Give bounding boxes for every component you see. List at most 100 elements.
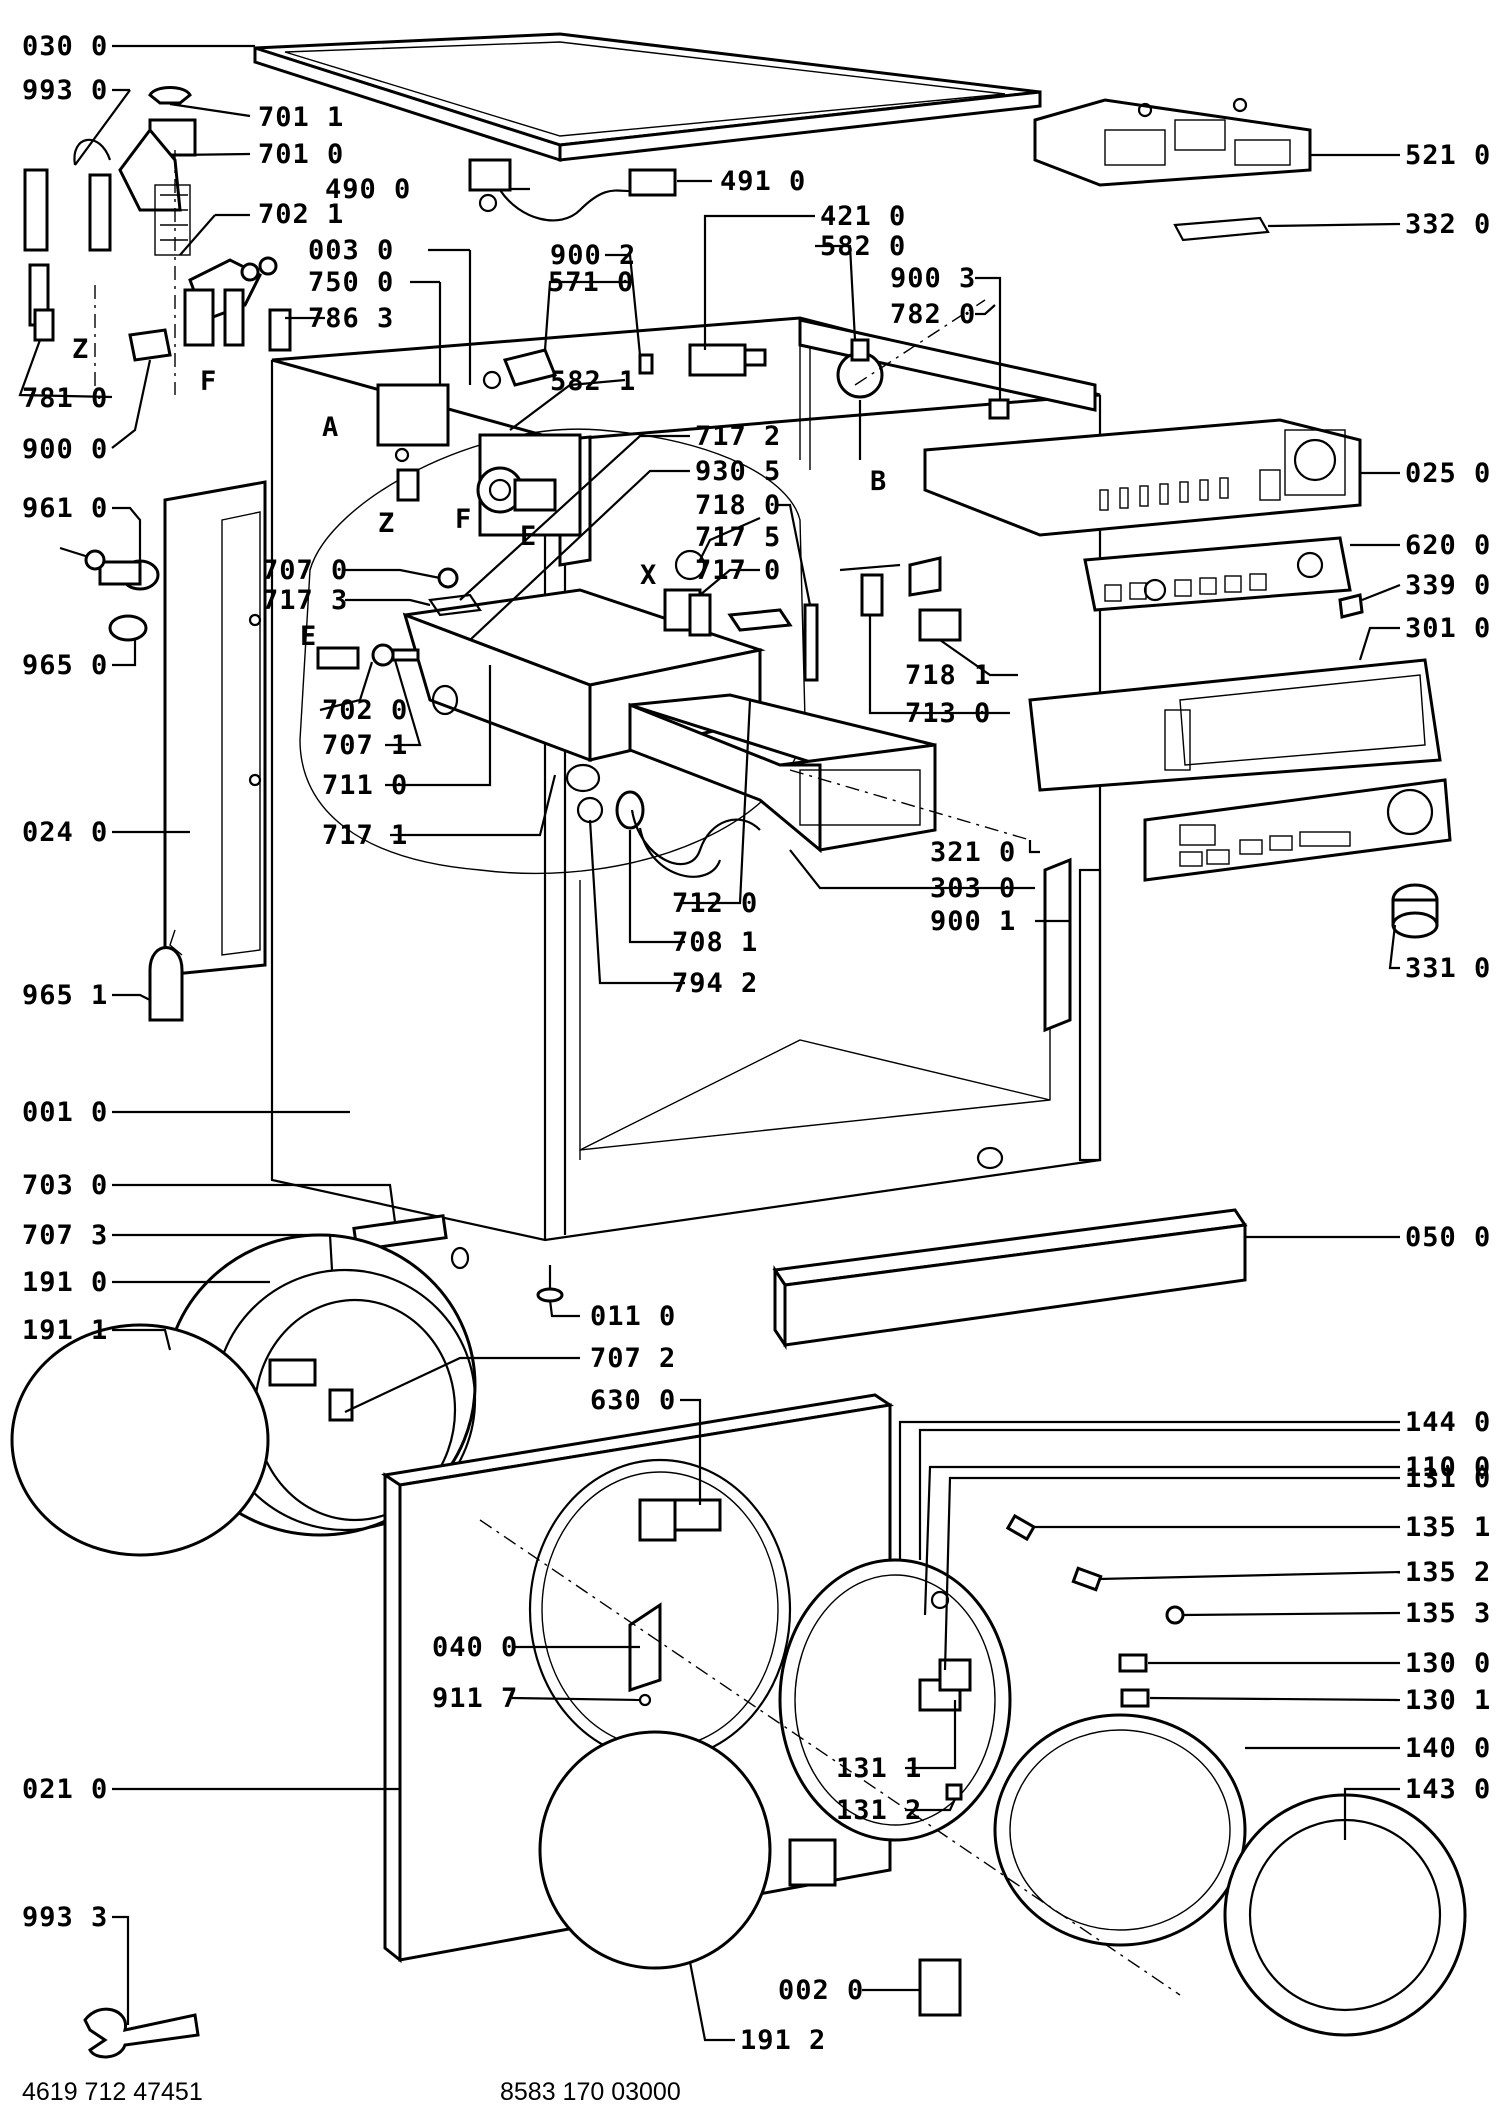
pressure-switch-bracket bbox=[376, 383, 450, 502]
control-fascia-face bbox=[1143, 778, 1452, 882]
side-panel bbox=[163, 480, 267, 977]
callout-794-2: 794 2 bbox=[672, 968, 758, 999]
fittings-group bbox=[316, 567, 482, 670]
callout-711-0: 711 0 bbox=[322, 770, 408, 801]
pump-assembly bbox=[476, 433, 582, 537]
letter-e-pump: E bbox=[520, 521, 537, 552]
part-900-3 bbox=[988, 398, 1010, 420]
water-valve bbox=[118, 118, 197, 256]
callout-900-2: 900 2 bbox=[550, 240, 636, 271]
callout-717-3: 717 3 bbox=[262, 585, 348, 616]
document-code-left: 4619 712 47451 bbox=[22, 2078, 203, 2106]
callout-050-0: 050 0 bbox=[1405, 1222, 1491, 1253]
bracket-900-1 bbox=[1043, 857, 1072, 1033]
callout-965-0: 965 0 bbox=[22, 650, 108, 681]
letter-f-lower: F bbox=[455, 504, 472, 535]
callout-930-5: 930 5 bbox=[695, 456, 781, 487]
callout-130-0: 130 0 bbox=[1405, 1648, 1491, 1679]
harness bbox=[468, 158, 677, 222]
callout-965-1: 965 1 bbox=[22, 980, 108, 1011]
callout-900-1: 900 1 bbox=[930, 906, 1016, 937]
top-cover bbox=[253, 32, 1042, 163]
part-339 bbox=[1338, 593, 1364, 619]
label-strip bbox=[1173, 216, 1270, 242]
circuit-board bbox=[1083, 536, 1352, 612]
callout-131-0: 131 0 bbox=[1405, 1463, 1491, 1494]
callout-993-0: 993 0 bbox=[22, 75, 108, 106]
hose bbox=[576, 790, 761, 878]
callout-491-0: 491 0 bbox=[720, 166, 806, 197]
inlet-valve-assembly bbox=[183, 256, 292, 352]
callout-961-0: 961 0 bbox=[22, 493, 108, 524]
letter-x: X bbox=[640, 560, 657, 591]
hinge-group-717 bbox=[663, 549, 793, 637]
callout-750-0: 750 0 bbox=[308, 267, 394, 298]
callout-712-0: 712 0 bbox=[672, 888, 758, 919]
callout-703-0: 703 0 bbox=[22, 1170, 108, 1201]
callout-707-1: 707 1 bbox=[322, 730, 408, 761]
callout-011-0: 011 0 bbox=[590, 1301, 676, 1332]
callout-labels: 030 0 993 0 701 1 701 0 490 0 702 1 003 … bbox=[22, 31, 1491, 2056]
callout-303-0: 303 0 bbox=[930, 873, 1016, 904]
callout-001-0: 001 0 bbox=[22, 1097, 108, 1128]
part-drawings bbox=[10, 32, 1467, 2059]
callout-900-0: 900 0 bbox=[22, 434, 108, 465]
callout-717-0: 717 0 bbox=[695, 555, 781, 586]
panel-slots bbox=[1099, 477, 1229, 511]
callout-191-1: 191 1 bbox=[22, 1315, 108, 1346]
knob bbox=[1391, 883, 1439, 939]
callout-191-2: 191 2 bbox=[740, 2025, 826, 2056]
bracket-713 bbox=[839, 556, 942, 617]
callout-718-0: 718 0 bbox=[695, 490, 781, 521]
callout-301-0: 301 0 bbox=[1405, 613, 1491, 644]
callout-002-0: 002 0 bbox=[778, 1975, 864, 2006]
door-lock bbox=[638, 1498, 722, 1542]
callout-025-0: 025 0 bbox=[1405, 458, 1491, 489]
callout-521-0: 521 0 bbox=[1405, 140, 1491, 171]
callout-786-3: 786 3 bbox=[308, 303, 394, 334]
callout-140-0: 140 0 bbox=[1405, 1733, 1491, 1764]
callout-131-1: 131 1 bbox=[836, 1753, 922, 1784]
door-glass bbox=[993, 1713, 1247, 1947]
callout-782-0: 782 0 bbox=[890, 299, 976, 330]
connection-letters: A Z F Z F E E X B bbox=[72, 334, 887, 652]
tub-front bbox=[10, 1233, 477, 1557]
bracket-421 bbox=[688, 343, 767, 377]
door-handle bbox=[628, 1602, 662, 1693]
letter-f-upper: F bbox=[200, 366, 217, 397]
callout-144-0: 144 0 bbox=[1405, 1407, 1491, 1438]
callout-421-0: 421 0 bbox=[820, 201, 906, 232]
callout-701-1: 701 1 bbox=[258, 102, 344, 133]
callout-321-0: 321 0 bbox=[930, 837, 1016, 868]
callout-135-2: 135 2 bbox=[1405, 1557, 1491, 1588]
callout-024-0: 024 0 bbox=[22, 817, 108, 848]
callout-490-0: 490 0 bbox=[325, 174, 411, 205]
leader-lines bbox=[18, 44, 1401, 2042]
document-code-center: 8583 170 03000 bbox=[500, 2078, 681, 2106]
callout-135-3: 135 3 bbox=[1405, 1598, 1491, 1629]
callout-717-2: 717 2 bbox=[695, 421, 781, 452]
callout-713-0: 713 0 bbox=[905, 698, 991, 729]
footer: 4619 712 47451 8583 170 03000 bbox=[22, 2078, 681, 2106]
callout-911-7: 911 7 bbox=[432, 1683, 518, 1714]
dispenser-drawer bbox=[628, 693, 937, 854]
callout-143-0: 143 0 bbox=[1405, 1774, 1491, 1805]
callout-110-0: 110 0 bbox=[1405, 1452, 1491, 1483]
letter-z-lower: Z bbox=[378, 508, 395, 539]
door-trim bbox=[1223, 1793, 1467, 2037]
foot-961 bbox=[59, 546, 160, 591]
control-panel-rail bbox=[923, 418, 1362, 537]
callout-191-0: 191 0 bbox=[22, 1267, 108, 1298]
plinth bbox=[772, 1208, 1248, 1350]
callout-707-2: 707 2 bbox=[590, 1343, 676, 1374]
letter-b: B bbox=[870, 466, 887, 497]
small-fasteners bbox=[945, 1513, 1185, 1801]
letter-a: A bbox=[322, 412, 339, 443]
callout-707-3: 707 3 bbox=[22, 1220, 108, 1251]
callout-630-0: 630 0 bbox=[590, 1385, 676, 1416]
part-002 bbox=[918, 1958, 962, 2017]
callout-030-0: 030 0 bbox=[22, 31, 108, 62]
callout-993-3: 993 3 bbox=[22, 1902, 108, 1933]
letter-e-fitting: E bbox=[300, 621, 317, 652]
